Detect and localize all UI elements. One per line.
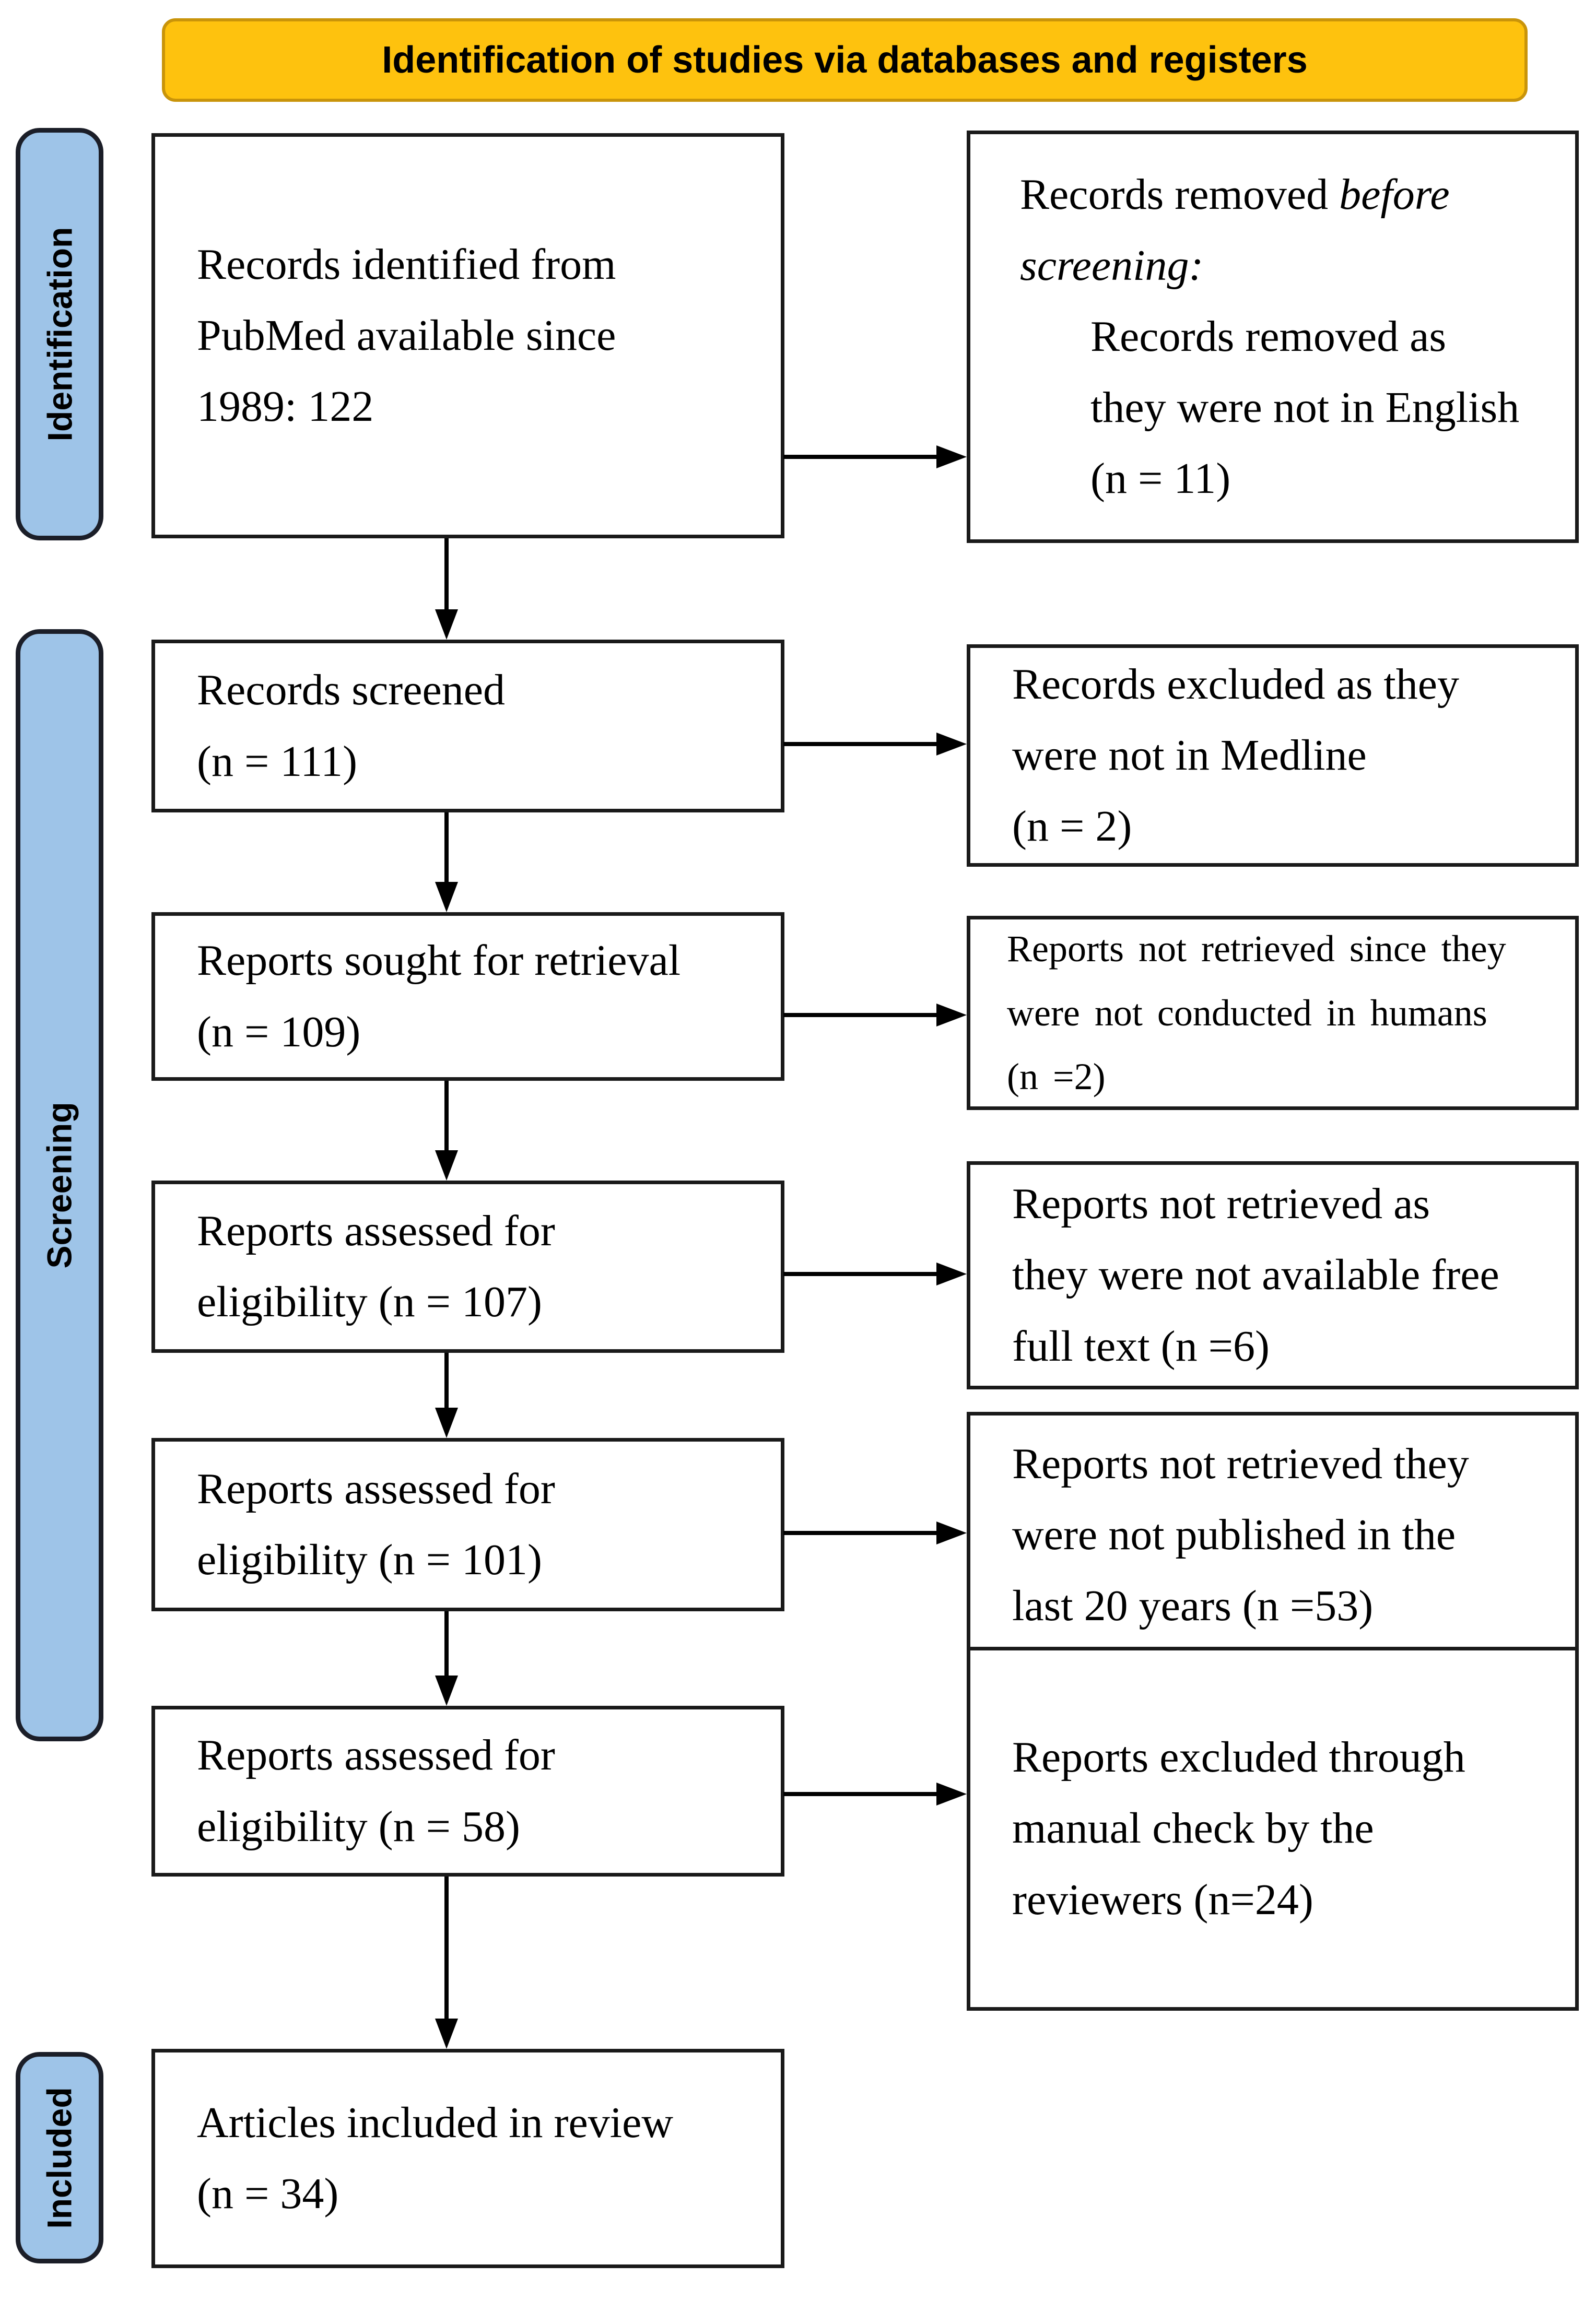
- flow-box-articles-included-text: Articles included in review (n = 34): [197, 2098, 674, 2218]
- flow-box-records-identified: Records identified from PubMed available…: [151, 133, 784, 538]
- arrow-right-4-line: [783, 1272, 938, 1276]
- arrow-right-4-head: [936, 1263, 967, 1285]
- arrow-down-2-line: [444, 812, 449, 882]
- arrow-right-3-head: [936, 1004, 967, 1027]
- flow-box-assessed-58-text: Reports assessed for eligibility (n = 58…: [197, 1731, 555, 1851]
- flow-box-assessed-58: Reports assessed for eligibility (n = 58…: [151, 1706, 784, 1877]
- flow-box-records-screened: Records screened (n = 111): [151, 640, 784, 812]
- arrow-right-5-head: [936, 1521, 967, 1544]
- stage-label-included-text: Included: [40, 2086, 79, 2229]
- arrow-down-1-head: [435, 609, 458, 640]
- exclusion-lead-line2: screening:: [1020, 241, 1204, 290]
- exclusion-box-no-free-full-text-text: Reports not retrieved as they were not a…: [1012, 1179, 1499, 1371]
- stage-label-identification-text: Identification: [40, 227, 79, 442]
- stage-label-screening-text: Screening: [40, 1102, 79, 1269]
- flow-box-assessed-107: Reports assessed for eligibility (n = 10…: [151, 1181, 784, 1353]
- flow-box-assessed-107-text: Reports assessed for eligibility (n = 10…: [197, 1206, 555, 1326]
- arrow-down-5-line: [444, 1611, 449, 1676]
- arrow-right-6-line: [783, 1792, 938, 1796]
- stage-label-screening: Screening: [16, 629, 103, 1741]
- arrow-down-4-line: [444, 1353, 449, 1408]
- exclusion-lead-line1: Records removed before: [1020, 159, 1519, 230]
- arrow-down-4-head: [435, 1408, 458, 1438]
- flow-box-assessed-101: Reports assessed for eligibility (n = 10…: [151, 1438, 784, 1611]
- exclusion-box-no-free-full-text: Reports not retrieved as they were not a…: [967, 1161, 1579, 1389]
- flow-box-records-screened-text: Records screened (n = 111): [197, 666, 506, 786]
- stage-label-included: Included: [16, 2052, 103, 2263]
- arrow-down-3-line: [444, 1081, 449, 1150]
- arrow-down-3-head: [435, 1150, 458, 1181]
- exclusion-lead-italic: before: [1339, 170, 1450, 219]
- arrow-down-6-head: [435, 2019, 458, 2049]
- exclusion-box-not-in-humans: Reports not retrieved since they were no…: [967, 916, 1579, 1110]
- diagram-title-banner: Identification of studies via databases …: [162, 18, 1528, 102]
- flow-box-assessed-101-text: Reports assessed for eligibility (n = 10…: [197, 1464, 555, 1584]
- stage-label-identification: Identification: [16, 128, 103, 540]
- exclusion-box-not-last-20-years: Reports not retrieved they were not publ…: [967, 1412, 1579, 1658]
- arrow-right-2-line: [783, 742, 938, 746]
- exclusion-lead-normal: Records removed: [1020, 170, 1340, 219]
- arrow-down-5-head: [435, 1676, 458, 1706]
- arrow-right-2-head: [936, 733, 967, 756]
- flow-box-articles-included: Articles included in review (n = 34): [151, 2049, 784, 2268]
- exclusion-box-not-in-medline: Records excluded as they were not in Med…: [967, 644, 1579, 867]
- exclusion-box-before-screening: Records removed before screening: Record…: [967, 131, 1579, 543]
- arrow-right-3-line: [783, 1013, 938, 1017]
- flow-box-reports-sought: Reports sought for retrieval (n = 109): [151, 912, 784, 1081]
- arrow-right-6-head: [936, 1783, 967, 1806]
- arrow-down-2-head: [435, 882, 458, 912]
- exclusion-box-manual-check-text: Reports excluded through manual check by…: [1012, 1733, 1465, 1924]
- flow-box-records-identified-text: Records identified from PubMed available…: [197, 240, 616, 431]
- arrow-right-1-line: [783, 455, 938, 459]
- flow-box-reports-sought-text: Reports sought for retrieval (n = 109): [197, 936, 681, 1056]
- exclusion-box-before-screening-text: Records removed before screening: Record…: [970, 159, 1527, 514]
- arrow-right-5-line: [783, 1531, 938, 1535]
- exclusion-box-not-in-medline-text: Records excluded as they were not in Med…: [1012, 659, 1460, 851]
- exclusion-box-not-in-humans-text: Reports not retrieved since they were no…: [1007, 928, 1506, 1098]
- arrow-right-1-head: [936, 445, 967, 468]
- exclusion-box-manual-check: Reports excluded through manual check by…: [967, 1647, 1579, 2011]
- arrow-down-1-line: [444, 538, 449, 609]
- diagram-title: Identification of studies via databases …: [382, 39, 1308, 81]
- exclusion-box-not-last-20-years-text: Reports not retrieved they were not publ…: [1012, 1439, 1469, 1631]
- exclusion-before-screening-detail: Records removed as they were not in Engl…: [1090, 312, 1520, 503]
- arrow-down-6-line: [444, 1877, 449, 2019]
